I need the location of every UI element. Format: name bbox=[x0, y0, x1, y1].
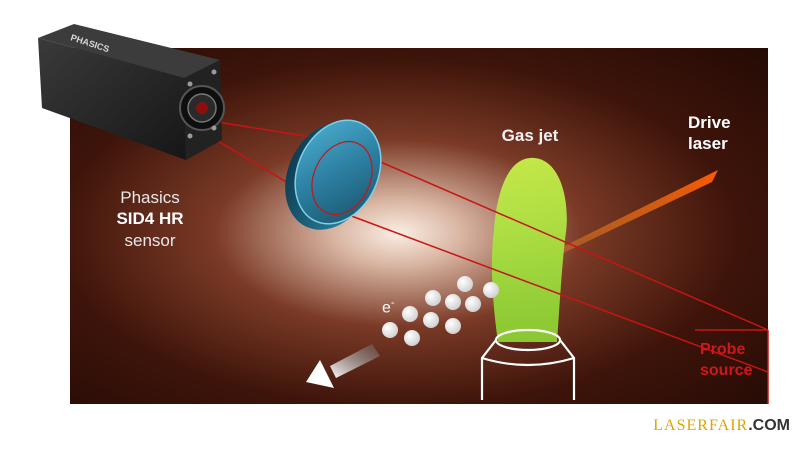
watermark: LASERFAIR.COM bbox=[600, 417, 790, 435]
sensor-label-type: sensor bbox=[124, 231, 176, 250]
watermark-main: LASERFAIR bbox=[653, 417, 749, 434]
gas-jet-label: Gas jet bbox=[501, 126, 559, 145]
sensor-label-model: SID4 HR bbox=[116, 209, 184, 228]
probe-source-label-line2: source bbox=[700, 362, 753, 379]
gas-jet bbox=[491, 157, 567, 342]
gas-nozzle bbox=[480, 328, 576, 400]
camera: PHASICS bbox=[38, 24, 225, 160]
drive-laser-beam bbox=[532, 170, 718, 268]
electron-label: e- bbox=[382, 297, 402, 318]
drive-laser-label-line1: Drive bbox=[688, 113, 731, 132]
drive-laser-label-line2: laser bbox=[688, 134, 728, 153]
sensor-label-name: Phasics bbox=[120, 188, 180, 207]
electron-charge: - bbox=[390, 297, 395, 309]
lens bbox=[285, 119, 382, 230]
electron-direction-arrow bbox=[306, 344, 380, 388]
electron-symbol: e bbox=[382, 299, 391, 317]
probe-source-label-line1: Probe bbox=[700, 341, 746, 358]
electron-cloud bbox=[382, 276, 499, 346]
watermark-tld: .COM bbox=[748, 417, 790, 434]
